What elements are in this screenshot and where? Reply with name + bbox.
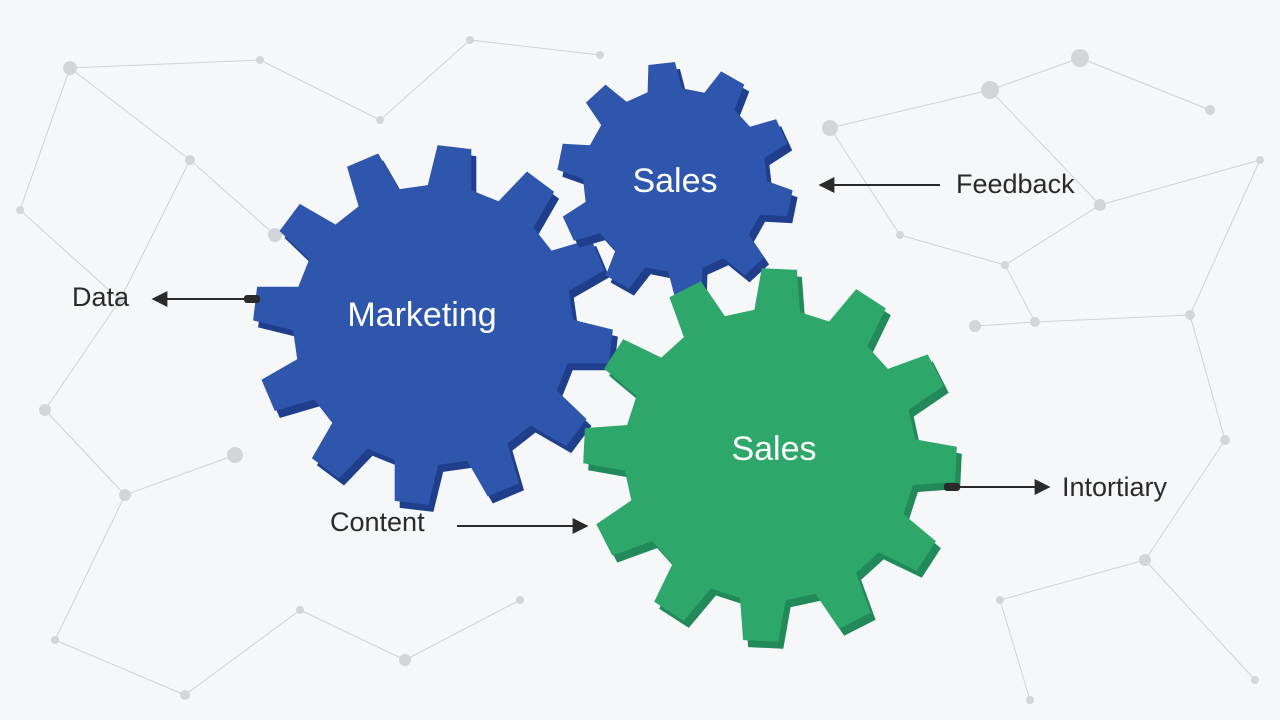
feedback-label: Feedback: [956, 169, 1075, 199]
sales-bottom-gear: [583, 268, 962, 649]
content-label: Content: [330, 507, 425, 537]
sales-top-gear: [557, 62, 798, 305]
data-arrow-tail-icon: [244, 295, 260, 303]
data-label: Data: [72, 282, 130, 312]
marketing-gear: [253, 145, 618, 512]
marketing-gear-body: [253, 145, 613, 505]
inventory-arrow-tail-icon: [944, 483, 960, 491]
network-mesh-icon: [16, 36, 1264, 704]
sales-bottom-gear-body: [583, 268, 957, 642]
marketing-gear-label: Marketing: [347, 296, 496, 334]
sales-top-gear-label: Sales: [632, 162, 717, 200]
inventory-label: Intortiary: [1062, 472, 1168, 502]
sales-top-gear-body: [557, 62, 793, 298]
sales-bottom-gear-label: Sales: [731, 430, 816, 468]
